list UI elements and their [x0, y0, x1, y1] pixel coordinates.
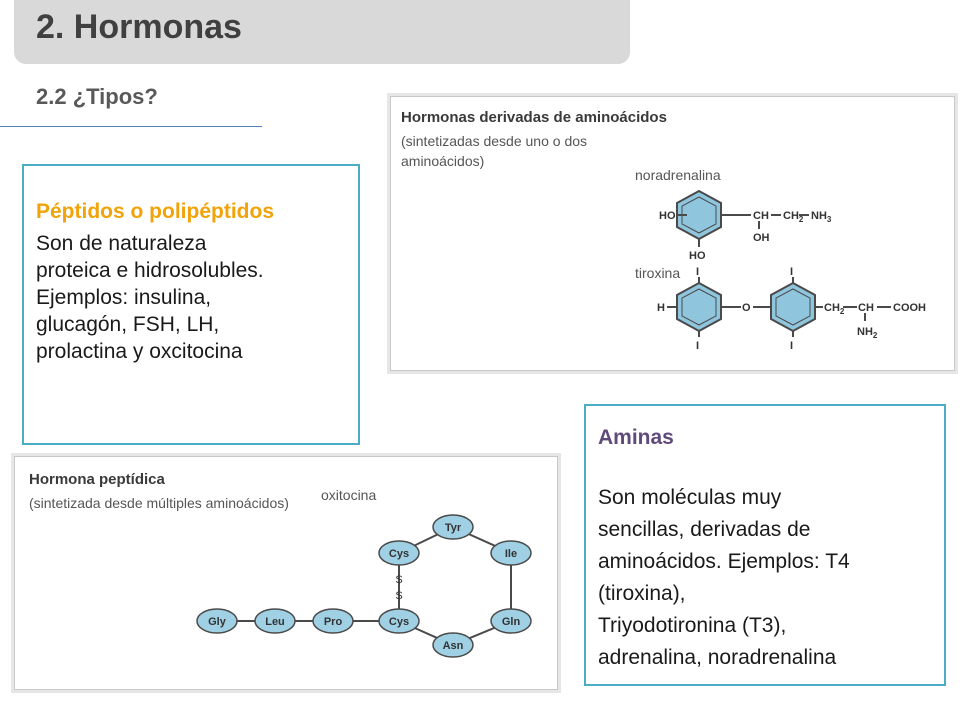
aminas-line: sencillas, derivadas de: [598, 518, 811, 541]
benzene-ring-inner: [775, 288, 811, 326]
ch2-label: CH2: [824, 302, 845, 316]
oxitocina-label: oxitocina: [321, 487, 377, 503]
oxitocina-chain-svg: S S Gly Leu Pro Cys Cys Tyr Ile: [196, 514, 532, 658]
ch-label: CH: [858, 302, 874, 314]
noradrenalina-label: noradrenalina: [635, 167, 721, 183]
amino-figure-title: Hormonas derivadas de aminoácidos: [401, 109, 667, 126]
residue-bead: [378, 540, 420, 566]
peptidos-line: proteica e hidrosolubles.: [36, 259, 264, 282]
oh-label: OH: [753, 232, 770, 244]
residue-cys-upper: Cys: [378, 540, 420, 566]
residue-label: Gly: [208, 616, 227, 628]
residue-ile: Ile: [490, 540, 532, 566]
peptidos-line: prolactina y oxcitocina: [36, 340, 243, 363]
ho-label: HO: [689, 250, 706, 262]
residue-bead: [490, 608, 532, 634]
residue-label: Tyr: [445, 522, 462, 534]
tiroxina-structure: I I I I H O CH2 CH COOH NH2: [657, 266, 926, 352]
aminas-line: aminoácidos. Ejemplos: T4: [598, 550, 850, 573]
residue-leu: Leu: [254, 608, 296, 634]
residue-asn: Asn: [432, 632, 474, 658]
amino-figure-subtitle-line: (sintetizadas desde uno o dos: [401, 133, 588, 149]
ch-label: CH: [753, 210, 769, 222]
aminas-line: Triyodotironina (T3),: [598, 614, 787, 637]
residue-label: Cys: [389, 548, 409, 560]
peptide-figure-title: Hormona peptídica: [29, 471, 165, 488]
benzene-ring-inner: [681, 196, 717, 234]
nh2-label: NH2: [857, 326, 878, 340]
residue-bead: [378, 608, 420, 634]
aminas-body: Son moléculas muy sencillas, derivadas d…: [598, 482, 943, 674]
residue-label: Pro: [324, 616, 343, 628]
peptidos-heading: Péptidos o polipéptidos: [36, 200, 274, 223]
residue-gly: Gly: [196, 608, 238, 634]
amino-figure-subtitle-line: aminoácidos): [401, 153, 485, 169]
peptide-figure-subtitle: (sintetizada desde múltiples aminoácidos…: [29, 495, 289, 511]
tiroxina-label: tiroxina: [635, 265, 681, 281]
residue-label: Asn: [443, 640, 464, 652]
noradrenalina-structure: HO HO CH OH CH2 NH3: [659, 189, 832, 262]
benzene-ring: [770, 281, 816, 333]
residue-pro: Pro: [312, 608, 354, 634]
nh3-label: NH3: [811, 210, 832, 224]
aminas-line: (tiroxina),: [598, 582, 686, 605]
sulfur-label: S: [395, 574, 402, 586]
benzene-ring: [676, 281, 722, 333]
residue-tyr: Tyr: [432, 514, 474, 540]
residue-label: Leu: [265, 616, 285, 628]
residue-bead: [432, 514, 474, 540]
peptidos-line: Ejemplos: insulina,: [36, 286, 212, 309]
subtitle-underline: [0, 126, 262, 127]
amino-figure-subtitle: (sintetizadas desde uno o dos aminoácido…: [401, 131, 587, 171]
section-subtitle: 2.2 ¿Tipos?: [36, 84, 158, 109]
i-label: I: [696, 266, 699, 278]
ch2-label: CH2: [783, 210, 804, 224]
aminas-box: Aminas Son moléculas muy sencillas, deri…: [584, 404, 946, 686]
o-label: O: [742, 302, 751, 314]
peptidos-box: Péptidos o polipéptidos Son de naturalez…: [22, 164, 360, 445]
residue-gln: Gln: [490, 608, 532, 634]
residue-bead: [312, 608, 354, 634]
peptidos-line: Son de naturaleza: [36, 232, 207, 255]
i-label: I: [790, 340, 793, 352]
h-label: H: [657, 302, 665, 314]
amino-structures-svg: HO HO CH OH CH2 NH3 I I I: [657, 189, 926, 352]
benzene-ring-inner: [681, 288, 717, 326]
residue-label: Gln: [502, 616, 521, 628]
peptide-hormone-figure: Hormona peptídica (sintetizada desde múl…: [14, 456, 558, 690]
page-title: 2. Hormonas: [36, 8, 242, 46]
i-label: I: [790, 266, 793, 278]
peptidos-body: Son de naturaleza proteica e hidrosolubl…: [36, 230, 356, 365]
peptidos-line: glucagón, FSH, LH,: [36, 313, 220, 336]
i-label: I: [696, 340, 699, 352]
title-bar: [14, 0, 630, 64]
aminas-line: adrenalina, noradrenalina: [598, 646, 837, 669]
residue-bead: [254, 608, 296, 634]
residue-bead: [196, 608, 238, 634]
cooh-label: COOH: [893, 302, 926, 314]
residue-cys-lower: Cys: [378, 608, 420, 634]
aminas-line: Son moléculas muy: [598, 486, 782, 509]
residue-bead: [432, 632, 474, 658]
amino-hormones-figure: Hormonas derivadas de aminoácidos (sinte…: [390, 96, 955, 371]
residue-bead: [490, 540, 532, 566]
residue-label: Cys: [389, 616, 409, 628]
aminas-heading: Aminas: [598, 426, 674, 449]
disulfide-bridge: S S: [395, 574, 402, 602]
sulfur-label: S: [395, 590, 402, 602]
residue-label: Ile: [505, 548, 517, 560]
ho-label: HO: [659, 210, 676, 222]
